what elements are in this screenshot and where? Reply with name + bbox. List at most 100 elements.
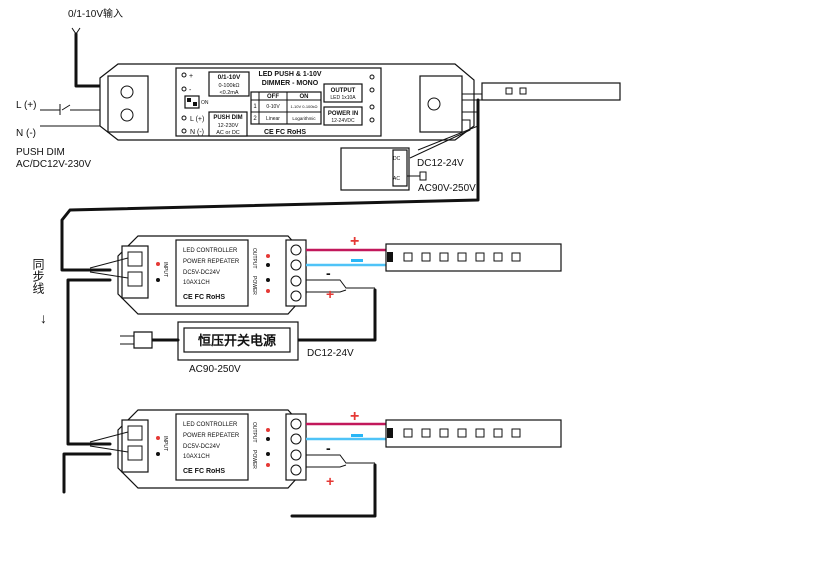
push-dim-label: PUSH DIM (16, 147, 65, 158)
led-chip (421, 252, 431, 262)
psu-dc-cable (290, 288, 377, 342)
repeater-2-red-dot (156, 436, 160, 440)
power-in-spec-title: POWER IN (328, 111, 358, 117)
led-chip (403, 252, 413, 262)
input-spec-box (208, 71, 250, 97)
repeater-2-line4: 10AX1CH (183, 454, 210, 460)
led-chip (505, 87, 513, 95)
power-in-spec-box (323, 106, 363, 126)
led-chip (511, 252, 521, 262)
pin-dot (369, 87, 375, 93)
dc-voltage-label: DC12-24V (307, 348, 354, 359)
psu-ac-tag: AC (393, 176, 400, 182)
screw (290, 433, 302, 445)
screw (290, 290, 302, 302)
strip-2-plus: + (350, 408, 359, 425)
led-chip (493, 428, 503, 438)
dimmer-title-line2: DIMMER - MONO (262, 80, 319, 87)
small-psu-terminals (392, 149, 408, 187)
sync-wire (89, 445, 129, 453)
pin-dot (369, 104, 375, 110)
push-dim-voltage-label: AC/DC12V-230V (16, 159, 91, 170)
pin-plus: + (189, 73, 193, 80)
ac-plug-prongs (120, 335, 134, 345)
dip-switch-on-label: ON (201, 100, 209, 106)
screw (290, 449, 302, 461)
mode-row2-num: 2 (253, 116, 257, 122)
led-chip (519, 87, 527, 95)
mode-table-frame (250, 91, 322, 125)
repeater-2-output-block (285, 413, 307, 481)
mode-off-header: OFF (267, 94, 279, 100)
output-spec-title: OUTPUT (331, 88, 356, 94)
repeater-1-power-tag: POWER (251, 276, 257, 295)
repeater-2-power-tag: POWER (251, 450, 257, 469)
led-chip (421, 428, 431, 438)
l-plus-label: L (+) (16, 100, 36, 111)
led-strip-2 (385, 419, 562, 448)
psu-ac-label: AC90V-250V (418, 183, 476, 194)
ac-plug-small (407, 171, 427, 181)
repeater-2-certs: CE FC RoHS (183, 468, 225, 475)
mode-table: OFF ON 1 0-10V 1-10V 0-100kΩ 2 Linear Lo… (250, 91, 322, 125)
led-chip (511, 428, 521, 438)
power-wire (306, 464, 347, 468)
sync-wire (89, 271, 129, 279)
dimmer-right-screw (427, 97, 441, 111)
pin-dot (181, 72, 187, 78)
output-spec-box (323, 83, 363, 103)
dimmer-right-mount (419, 75, 463, 133)
input-spec-line2: 0-100kΩ (219, 83, 240, 89)
status-dot (266, 278, 270, 282)
sync-wire (89, 257, 129, 269)
repeater-2-line2: POWER REPEATER (183, 433, 240, 439)
mode-row1-on: 1-10V 0-100kΩ (290, 104, 317, 109)
dimmer-left-screw-bottom (120, 108, 134, 122)
led-chip (475, 428, 485, 438)
strip-1-minus-marker (351, 259, 363, 262)
power-wire (306, 454, 375, 464)
psu-name: 恒压开关电源 (198, 333, 276, 348)
repeater-2-black-dot (156, 452, 160, 456)
screw (290, 275, 302, 287)
led-chip (475, 252, 485, 262)
input-spec-line3: <0.2mA (219, 90, 238, 96)
strip-2-minus-marker (351, 434, 363, 437)
screw (290, 259, 302, 271)
led-chip (403, 428, 413, 438)
repeater-1-certs: CE FC RoHS (183, 294, 225, 301)
dimmer-certs: CE FC RoHS (264, 129, 306, 136)
dimmer-left-mount (107, 75, 149, 133)
input-spec-title: 0/1-10V (218, 74, 241, 81)
repeater-2: LED CONTROLLER POWER REPEATER DC5V-DC24V… (117, 409, 307, 489)
psu-dc-tag: DC (393, 156, 401, 162)
repeater-1-line4: 10AX1CH (183, 280, 210, 286)
psu-label-panel (183, 327, 291, 353)
mode-row2-on: Logarithmic (292, 116, 316, 121)
pin-dot (181, 86, 187, 92)
repeater-1-line3: DC5V-DC24V (183, 270, 220, 276)
psu-dc-label: DC12-24V (417, 158, 464, 169)
repeater-1-red-dot (156, 262, 160, 266)
signal-input-wire (74, 32, 105, 88)
dip-switch-1 (187, 98, 191, 102)
repeater-2-input-terminal-1 (127, 425, 143, 441)
mode-on-header: ON (300, 94, 309, 100)
mode-row1-off: 0-10V (266, 104, 280, 110)
sync-line-label: 同步线 (31, 258, 45, 294)
led-strip-1 (385, 243, 562, 272)
repeater-1-line2: POWER REPEATER (183, 259, 240, 265)
power-wire (306, 289, 347, 293)
repeater-2-line1: LED CONTROLLER (183, 422, 238, 428)
status-dot (266, 463, 270, 467)
constant-voltage-psu: 恒压开关电源 (177, 321, 299, 361)
repeater-1-minus: - (326, 265, 331, 281)
push-dim-spec-box (208, 111, 248, 137)
status-dot (266, 289, 270, 293)
screw (290, 244, 302, 256)
sync-cable-mid (66, 278, 112, 446)
repeater-1-label-panel (175, 239, 249, 307)
repeater-1: LED CONTROLLER POWER REPEATER DC5V-DC24V… (117, 235, 307, 315)
